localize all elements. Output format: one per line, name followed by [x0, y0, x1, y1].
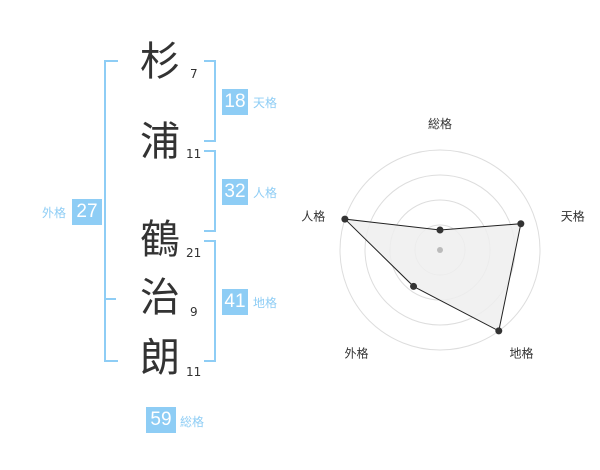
name-char-1: 杉: [140, 39, 180, 85]
name-char-5: 朗: [140, 335, 180, 381]
radar-axis-label-2: 天格: [561, 209, 585, 224]
radar-axis-label-5: 人格: [301, 209, 325, 224]
name-char-3: 鶴: [140, 217, 180, 263]
jinkaku-bracket: [204, 150, 216, 232]
radar-ring-4: [339, 149, 541, 351]
chikaku-bracket: [204, 240, 216, 362]
gaikaku-label: 外格: [42, 206, 67, 220]
radar-center-point: [437, 247, 443, 253]
gaikaku-value: 27: [72, 199, 102, 225]
radar-point-5: [341, 215, 349, 223]
stroke-count-3: 21: [186, 246, 202, 260]
name-char-4: 治: [140, 275, 180, 321]
soukaku-label: 総格: [180, 415, 205, 429]
radar-point-1: [436, 226, 444, 234]
stroke-count-4: 9: [190, 305, 198, 319]
radar-axis-label-4: 外格: [345, 345, 369, 360]
jinkaku-label: 人格: [253, 186, 278, 200]
gaikaku-bracket-tick: [104, 298, 116, 300]
radar-axis-label-3: 地格: [509, 345, 533, 360]
tenkaku-bracket: [204, 60, 216, 142]
chikaku-value: 41: [222, 289, 248, 315]
radar-polygon: [343, 218, 522, 332]
name-char-2: 浦: [140, 119, 180, 165]
stroke-count-2: 11: [186, 147, 202, 161]
chikaku-label: 地格: [253, 296, 278, 310]
jinkaku-value: 32: [222, 179, 248, 205]
radar-axis-label-1: 総格: [428, 116, 452, 131]
gaikaku-bracket: [104, 60, 118, 362]
tenkaku-label: 天格: [253, 96, 278, 110]
soukaku-value: 59: [146, 407, 176, 433]
radar-point-4: [410, 282, 418, 290]
radar-point-3: [495, 327, 503, 335]
stroke-count-5: 11: [186, 365, 202, 379]
tenkaku-value: 18: [222, 89, 248, 115]
stroke-count-1: 7: [190, 67, 198, 81]
radar-point-2: [517, 220, 525, 228]
